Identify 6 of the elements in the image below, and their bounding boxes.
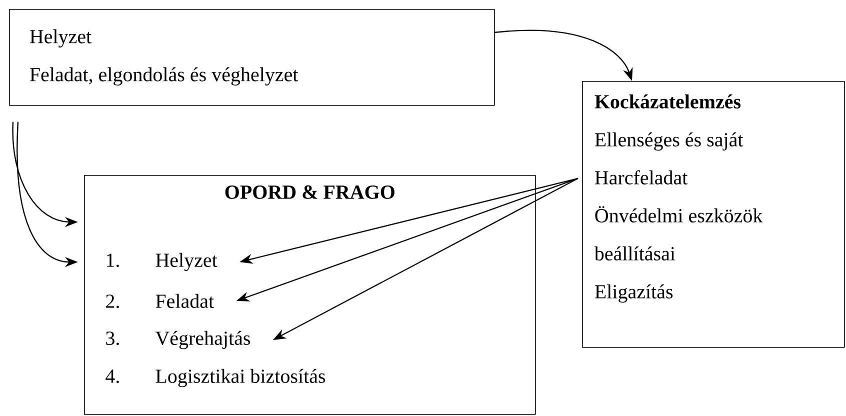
text-box: Helyzet Feladat, elgondolás és véghelyzet	[9, 9, 495, 106]
list-item: 1. Helyzet	[106, 252, 218, 272]
list-item: 2. Feladat	[106, 294, 214, 308]
text-box: Kockázatelemzés Ellenséges és saját Harcfeladat Önvédelmi eszközök beállításai Eligazítás	[582, 81, 845, 348]
list-item: 4. Logisztikai biztosítás	[106, 368, 326, 388]
list-item: 3. Végrehajtás	[106, 330, 250, 350]
